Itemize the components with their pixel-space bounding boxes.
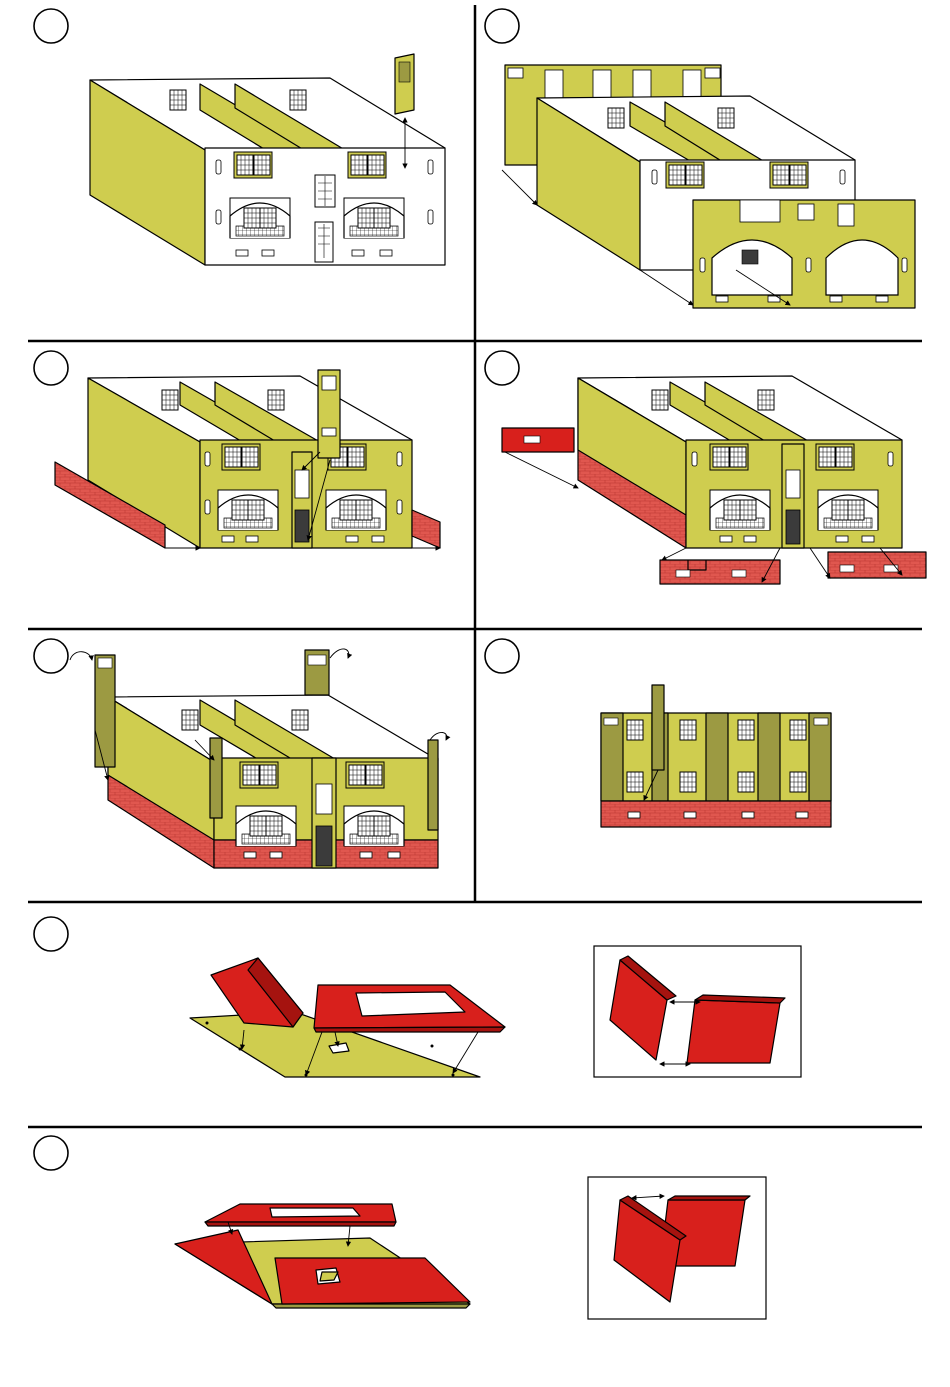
step-4-marker: [485, 351, 519, 385]
step-1-marker: [34, 9, 68, 43]
step-6-marker: [485, 639, 519, 673]
step-6-illustration: [601, 685, 831, 827]
step-7-marker: [34, 917, 68, 951]
step-8-illustration: [175, 1177, 766, 1319]
step-2-illustration: [502, 65, 915, 308]
step-3-illustration: [55, 370, 440, 548]
step-2-marker: [485, 9, 519, 43]
step-4-illustration: [502, 376, 926, 584]
step-3-marker: [34, 351, 68, 385]
step-8-marker: [34, 1136, 68, 1170]
step-5-illustration: [70, 649, 447, 868]
step-7-illustration: [190, 946, 801, 1077]
step-1-illustration: [90, 54, 445, 265]
step-5-marker: [34, 639, 68, 673]
